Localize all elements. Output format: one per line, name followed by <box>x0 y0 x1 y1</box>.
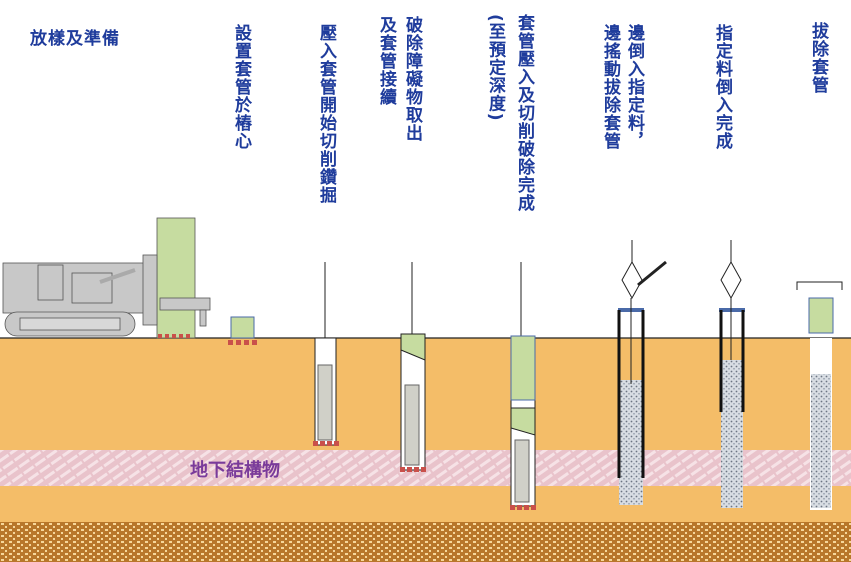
step3-label: 壓入套管開始切削鑽掘 <box>316 24 337 204</box>
underground-structure-label: 地下結構物 <box>190 460 280 481</box>
step5-label-line1: 套管壓入及切削破除完成 <box>514 14 535 212</box>
step2-label: 設置套管於樁心 <box>231 24 252 150</box>
pile-hole-step7 <box>719 240 745 508</box>
step6-label-line2: 邊搖動拔除套管 <box>600 24 621 150</box>
pile-hole-step8 <box>796 281 843 510</box>
step4-label-line1: 破除障礙物取出 <box>402 16 423 142</box>
casing-segment <box>230 316 255 339</box>
step4-label-line2: 及套管接續 <box>376 16 397 106</box>
pile-hole-step3 <box>313 262 339 446</box>
cutting-teeth <box>158 334 257 345</box>
gravel-layer <box>0 522 851 562</box>
pile-hole-step4 <box>400 262 426 472</box>
pile-hole-step6 <box>617 240 667 505</box>
step1-label: 放樣及準備 <box>30 29 120 49</box>
step7-label: 指定料倒入完成 <box>712 24 733 150</box>
step5-label-line2: (至預定深度) <box>485 14 506 122</box>
step8-label: 拔除套管 <box>808 22 829 94</box>
pile-hole-step5 <box>510 262 536 510</box>
step6-label-line1: 邊倒入指定料， <box>624 24 645 150</box>
casing-rig-machine <box>2 217 211 339</box>
